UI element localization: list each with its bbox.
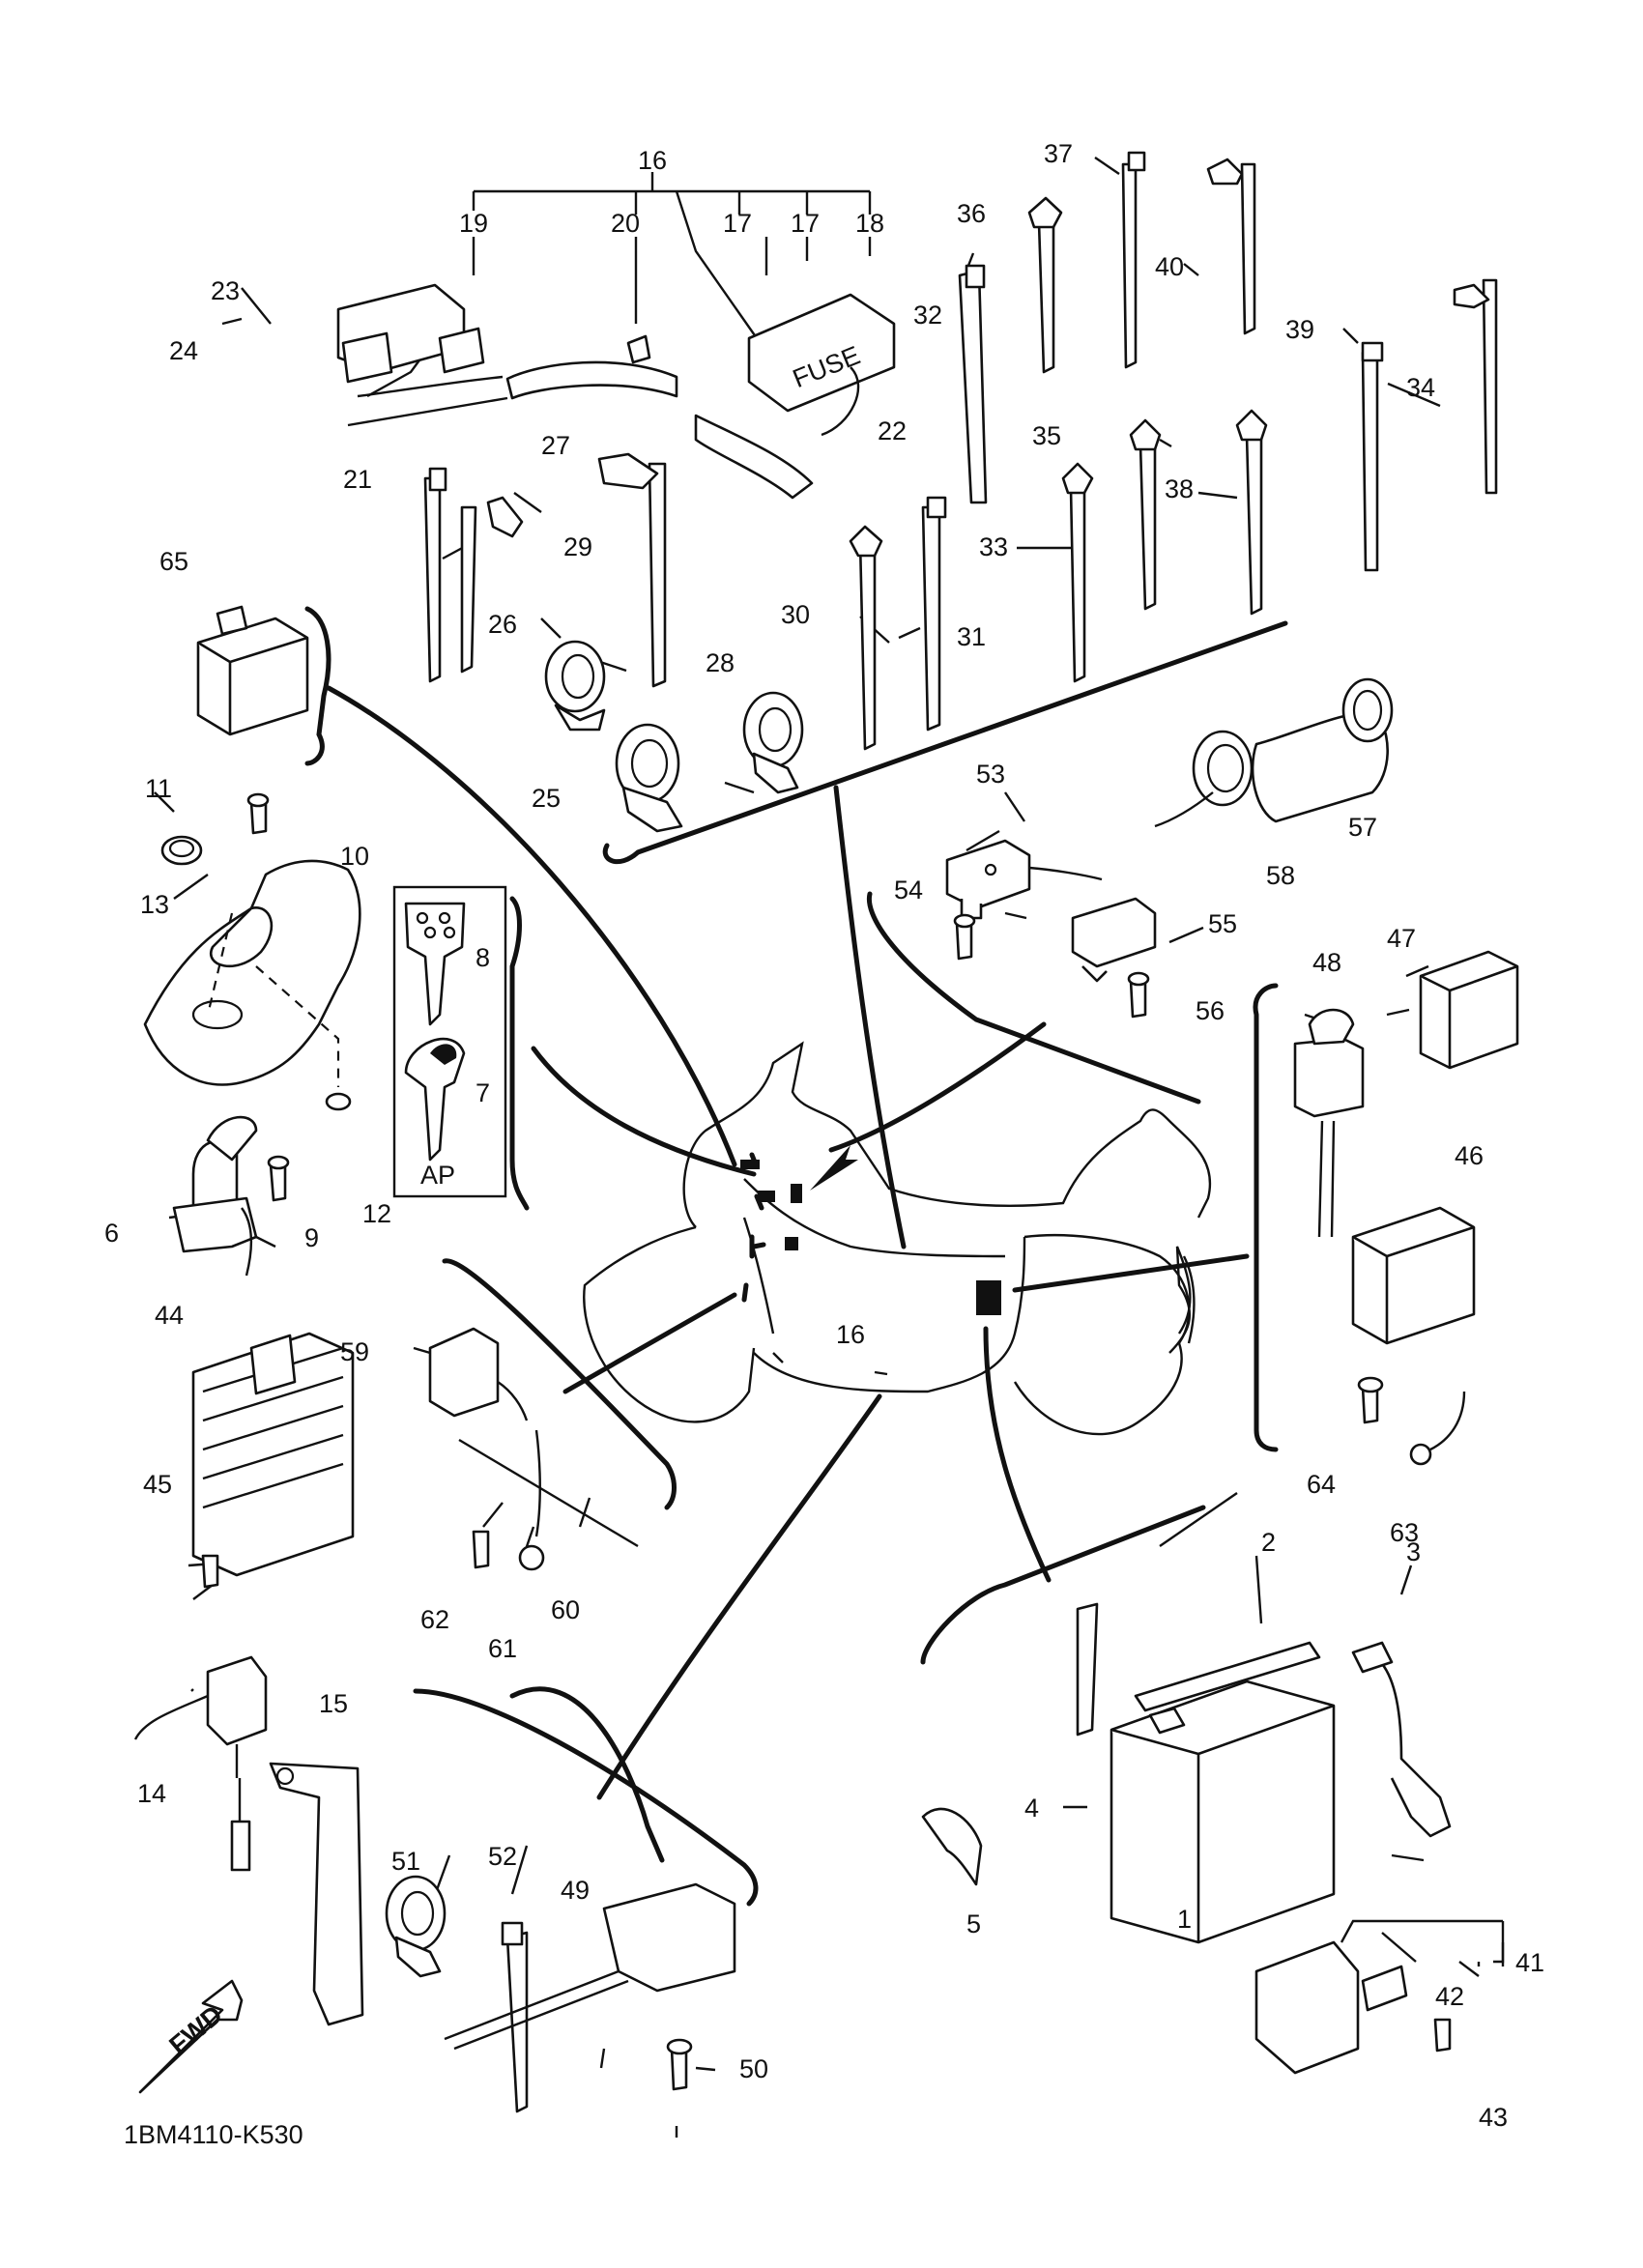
- callout-53: 53: [976, 760, 1005, 789]
- clamps: [385, 640, 804, 1978]
- drawing-number: 1BM4110-K530: [124, 2120, 303, 2149]
- callout-14: 14: [137, 1779, 166, 1808]
- callout-24: 24: [169, 336, 198, 365]
- forward-direction-arrow: FWD: [138, 1979, 244, 2094]
- callout-41: 41: [1515, 1948, 1544, 1977]
- callout-44: 44: [155, 1301, 184, 1330]
- callout-8: 8: [476, 943, 490, 972]
- key-box: AP: [392, 885, 507, 1198]
- callout-28: 28: [706, 648, 735, 677]
- callout-1: 1: [1177, 1905, 1192, 1934]
- callout-55: 55: [1208, 909, 1237, 938]
- callout-65: 65: [159, 547, 188, 576]
- callout-48: 48: [1312, 948, 1341, 977]
- arrow-head: [810, 1145, 858, 1191]
- callout-43: 43: [1479, 2103, 1508, 2132]
- battery-group: [921, 1602, 1452, 2075]
- callout-35: 35: [1032, 421, 1061, 450]
- callout-47: 47: [1387, 924, 1416, 953]
- relays-right: [1293, 950, 1519, 1466]
- callout-40: 40: [1155, 252, 1184, 281]
- callout-22: 22: [878, 416, 907, 445]
- rectifier-regulator: [191, 1332, 355, 1589]
- callout-37: 37: [1044, 139, 1073, 168]
- callout-23: 23: [211, 276, 240, 305]
- sensor-group-59: [428, 1327, 639, 1571]
- callout-27: 27: [541, 431, 570, 460]
- callout-29: 29: [563, 532, 592, 561]
- callout-49: 49: [561, 1876, 590, 1905]
- switch-bracket-group: [133, 1655, 736, 2113]
- wire-harness-assembly: FUSE: [336, 283, 896, 500]
- callout-42: 42: [1435, 1982, 1464, 2011]
- key-type-label: AP: [420, 1161, 455, 1190]
- callout-12: 12: [362, 1199, 391, 1228]
- callout-5: 5: [966, 1909, 981, 1938]
- callout-59: 59: [340, 1337, 369, 1366]
- callout-17-second: 17: [791, 209, 820, 238]
- callout-10: 10: [340, 842, 369, 871]
- callout-64: 64: [1307, 1470, 1336, 1499]
- callout-16: 16: [638, 146, 667, 175]
- callout-62: 62: [420, 1605, 449, 1634]
- callout-9: 9: [304, 1223, 319, 1252]
- callout-26: 26: [488, 610, 517, 639]
- callout-20: 20: [611, 209, 640, 238]
- callout-36: 36: [957, 199, 986, 228]
- callout-34: 34: [1406, 373, 1435, 402]
- callout-7: 7: [476, 1078, 490, 1107]
- motorcycle-outline: [583, 1041, 1211, 1436]
- callout-17: 17: [723, 209, 752, 238]
- callout-18: 18: [855, 209, 884, 238]
- callout-33: 33: [979, 532, 1008, 561]
- callout-58: 58: [1266, 861, 1295, 890]
- callout-13: 13: [140, 890, 169, 919]
- callout-52: 52: [488, 1842, 517, 1871]
- callout-60: 60: [551, 1595, 580, 1624]
- ignition-switch-group: [143, 792, 361, 1277]
- callout-38: 38: [1165, 474, 1194, 503]
- switch-socket-group: [945, 677, 1394, 1019]
- callout-21: 21: [343, 465, 372, 494]
- callout-31: 31: [957, 622, 986, 651]
- callout-32: 32: [913, 301, 942, 330]
- callout-46: 46: [1455, 1141, 1484, 1170]
- callout-6: 6: [104, 1219, 119, 1248]
- callout-51: 51: [391, 1847, 420, 1876]
- callout-54: 54: [894, 876, 923, 904]
- cable-ties: [423, 151, 1498, 751]
- callout-63: 63: [1390, 1518, 1419, 1547]
- callout-61: 61: [488, 1634, 517, 1663]
- relay-65: [196, 605, 309, 736]
- callout-25: 25: [532, 784, 561, 813]
- callout-11: 11: [145, 774, 172, 803]
- callout-19: 19: [459, 209, 488, 238]
- callout-16-harness: 16: [836, 1320, 865, 1349]
- callout-15: 15: [319, 1689, 348, 1718]
- callout-56: 56: [1196, 996, 1225, 1025]
- callout-45: 45: [143, 1470, 172, 1499]
- callout-39: 39: [1285, 315, 1314, 344]
- callout-2: 2: [1261, 1528, 1276, 1557]
- callout-4: 4: [1024, 1794, 1039, 1823]
- callout-labels: 1 2 3 4 5 6 7 8 9 10 11 12 13 14 15 16 1…: [104, 139, 1544, 2132]
- callout-50: 50: [739, 2054, 768, 2083]
- callout-3: 3: [1406, 1537, 1421, 1566]
- callout-57: 57: [1348, 813, 1377, 842]
- assembly-pointer-lines: [304, 606, 1288, 1907]
- callout-30: 30: [781, 600, 810, 629]
